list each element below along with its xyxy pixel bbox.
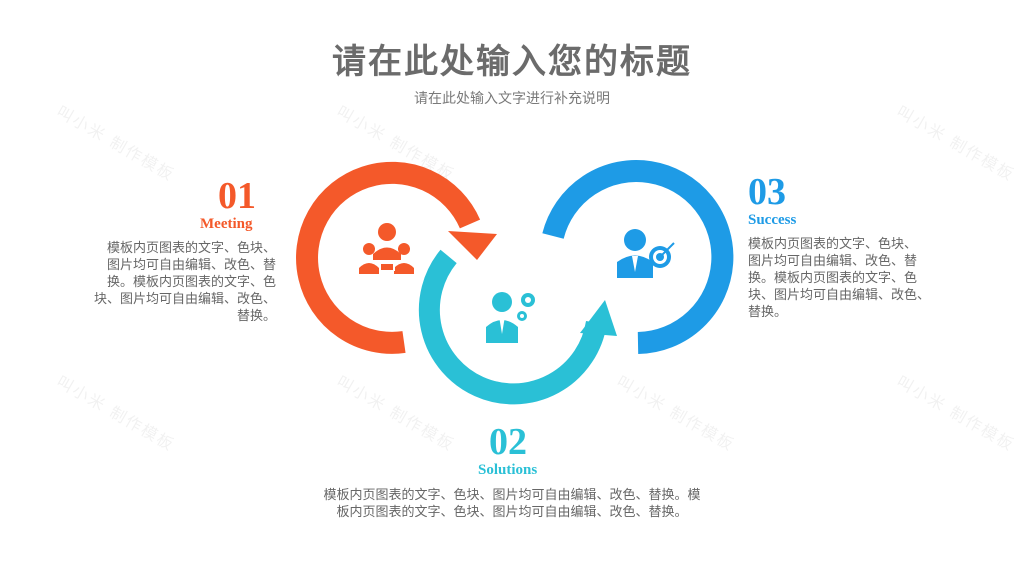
- desc-line: 图片均可自由编辑、改色、替: [748, 254, 918, 269]
- desc-line: 块、图片均可自由编辑、改色、: [93, 292, 276, 307]
- desc-line: 模板内页图表的文字、色块、图片均可自由编辑、改色、替换。模: [323, 488, 701, 503]
- desc-line: 图片均可自由编辑、改色、替: [106, 258, 276, 273]
- desc-line: 块、图片均可自由编辑、改色、: [748, 288, 931, 303]
- step-label-meeting: Meeting: [200, 216, 253, 232]
- desc-line: 板内页图表的文字、色块、图片均可自由编辑、改色、替换。: [336, 505, 688, 520]
- step-number-02: 02: [489, 421, 527, 463]
- step-description-01: 模板内页图表的文字、色块、 图片均可自由编辑、改色、替 换。模板内页图表的文字、…: [66, 240, 276, 325]
- desc-line: 换。模板内页图表的文字、色: [106, 275, 276, 290]
- team-meeting-icon: [359, 223, 414, 274]
- step-description-02: 模板内页图表的文字、色块、图片均可自由编辑、改色、替换。模 板内页图表的文字、色…: [282, 487, 742, 521]
- blue-cycle-arc: [542, 160, 734, 354]
- page-subtitle: 请在此处输入文字进行补充说明: [414, 91, 610, 107]
- step-label-solutions: Solutions: [478, 462, 538, 478]
- desc-line: 替换。: [236, 309, 276, 324]
- step-label-success: Success: [748, 212, 797, 228]
- desc-line: 换。模板内页图表的文字、色: [748, 271, 918, 286]
- businessman-gears-icon: [486, 292, 535, 343]
- desc-line: 模板内页图表的文字、色块、: [106, 241, 276, 256]
- step-number-01: 01: [218, 175, 256, 217]
- teal-arrowhead: [580, 300, 617, 336]
- step-number-03: 03: [748, 171, 786, 213]
- step-description-03: 模板内页图表的文字、色块、 图片均可自由编辑、改色、替 换。模板内页图表的文字、…: [748, 236, 968, 321]
- orange-cycle-arc: [296, 161, 481, 354]
- teal-cycle-arc: [418, 249, 607, 405]
- desc-line: 模板内页图表的文字、色块、: [748, 237, 918, 252]
- desc-line: 替换。: [748, 305, 788, 320]
- businessman-target-icon: [617, 229, 675, 278]
- page-title: 请在此处输入您的标题: [332, 42, 692, 82]
- orange-arrowhead: [448, 231, 497, 260]
